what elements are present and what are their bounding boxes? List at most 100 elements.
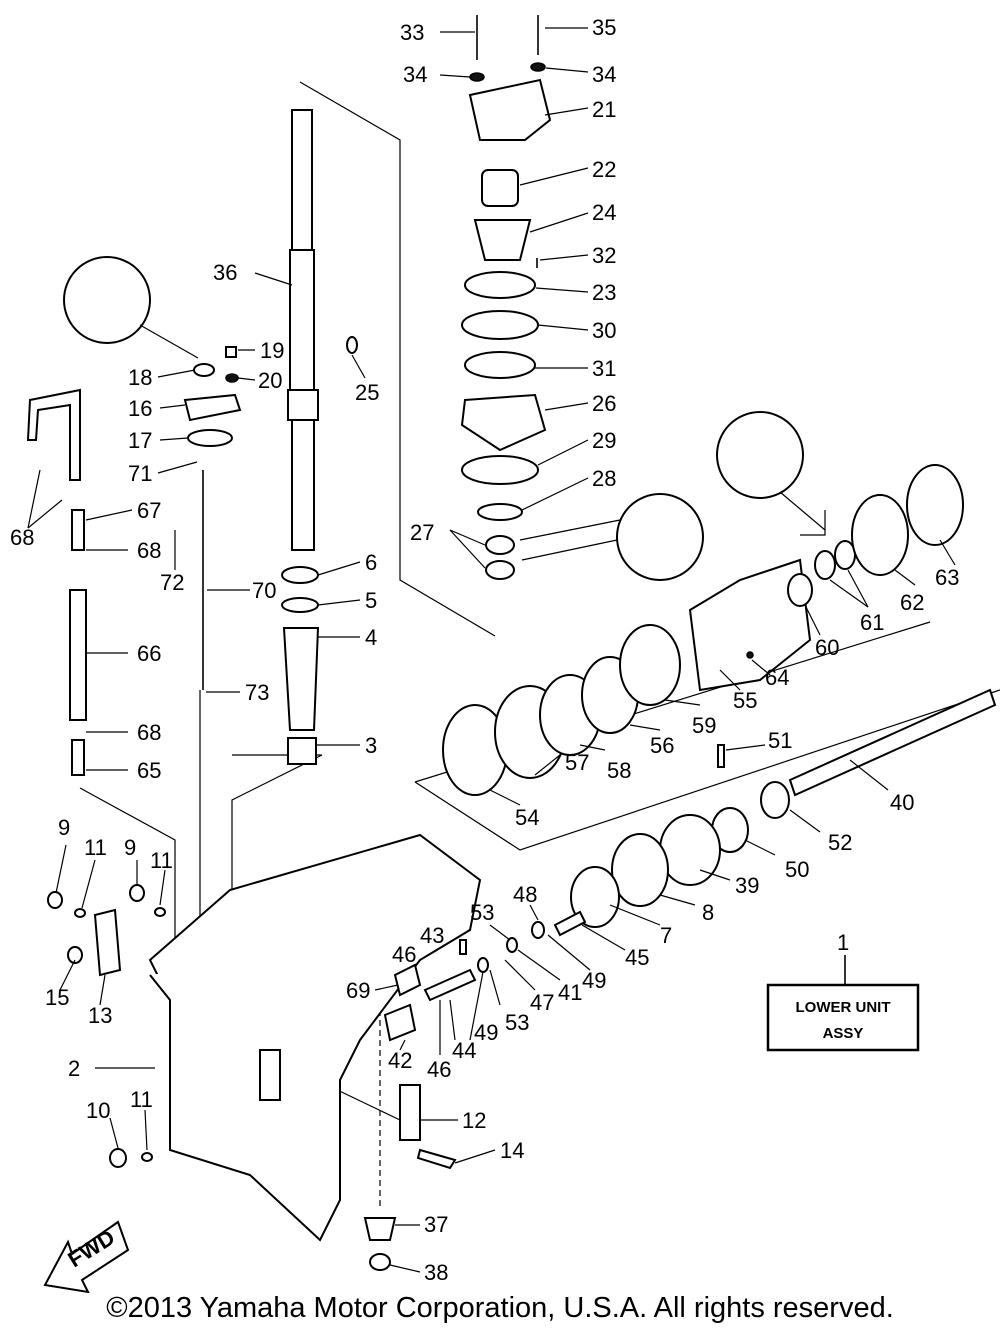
part-label-67: 67 [137, 498, 161, 523]
part-label-50: 50 [785, 857, 809, 882]
part-label-4: 4 [365, 625, 377, 650]
plug-9b [129, 884, 145, 902]
part-label-34a: 34 [403, 62, 427, 87]
bolt-19 [225, 346, 237, 358]
part-label-23: 23 [592, 280, 616, 305]
washer-20 [225, 373, 239, 383]
part-label-24: 24 [592, 200, 616, 225]
washer-34a [469, 72, 485, 82]
bearing-60 [787, 573, 813, 607]
part-label-31: 31 [592, 356, 616, 381]
part-label-58: 58 [607, 758, 631, 783]
plug-10 [109, 1148, 127, 1168]
part-label-53b: 53 [505, 1010, 529, 1035]
shim-5 [281, 597, 319, 613]
part-label-9b: 9 [124, 835, 136, 860]
plug-9a [47, 891, 63, 909]
part-label-12: 12 [462, 1108, 486, 1133]
gasket-29 [461, 455, 539, 485]
part-label-25: 25 [355, 380, 379, 405]
part-label-46b: 46 [427, 1057, 451, 1082]
part-label-30: 30 [592, 318, 616, 343]
part-label-22: 22 [592, 157, 616, 182]
sleeve-4 [282, 627, 320, 731]
leader-lines [27, 27, 956, 1273]
part-label-11a: 11 [84, 835, 107, 860]
detail-circle-seal-pump [616, 493, 704, 581]
part-label-9a: 9 [58, 815, 70, 840]
ball-49b [506, 937, 518, 953]
plunger-42 [383, 1003, 417, 1042]
shim-7 [570, 866, 620, 928]
detail-circle-seal-right [716, 411, 804, 499]
lower-casing-2 [148, 833, 482, 1242]
gasket-31 [464, 351, 536, 379]
pump-base-26 [460, 393, 547, 452]
gasket-23 [464, 271, 536, 299]
fwd-arrow-shape [43, 1220, 130, 1294]
part-label-45: 45 [625, 945, 649, 970]
part-label-2: 2 [68, 1056, 80, 1081]
nut-38 [369, 1253, 391, 1271]
part-label-40: 40 [890, 790, 914, 815]
washer-48 [531, 921, 545, 939]
part-label-6: 6 [365, 550, 377, 575]
part-label-10: 10 [86, 1098, 110, 1123]
shift-mechanism [47, 884, 587, 1271]
part-label-13: 13 [88, 1003, 112, 1028]
part-label-32: 32 [592, 243, 616, 268]
part-label-57: 57 [565, 750, 589, 775]
part-label-55: 55 [733, 688, 757, 713]
part-label-7: 7 [660, 923, 672, 948]
oring-59 [619, 624, 681, 706]
pin-43 [459, 939, 467, 955]
casing-label [259, 1049, 281, 1101]
hose-66 [69, 589, 87, 721]
part-label-26: 26 [592, 391, 616, 416]
part-label-51: 51 [768, 728, 792, 753]
part-label-39: 39 [735, 873, 759, 898]
detail-circle-seal-left [63, 256, 151, 344]
part-label-48: 48 [513, 882, 537, 907]
seal-18 [193, 363, 215, 377]
part-labels: 33 35 34 34 21 22 24 32 23 30 31 26 29 2… [10, 15, 959, 1285]
screw-64 [746, 651, 754, 659]
seal-27a [485, 535, 515, 555]
oring-28 [477, 503, 523, 521]
insert-22 [481, 169, 519, 207]
part-label-27: 27 [410, 520, 434, 545]
part-label-69: 69 [346, 978, 370, 1003]
gasket-11c [141, 1152, 153, 1162]
casing-body [149, 929, 471, 1242]
nipple-65 [71, 739, 85, 776]
lower-unit-assy-box: LOWER UNIT ASSY [766, 955, 920, 1052]
part-label-29: 29 [592, 428, 616, 453]
hose-upper [26, 388, 81, 481]
bearing-3 [287, 737, 317, 765]
assy-box-line2: ASSY [823, 1025, 864, 1042]
part-label-1: 1 [837, 930, 849, 955]
propeller-shaft-40 [788, 688, 997, 797]
part-label-38: 38 [424, 1260, 448, 1285]
seal-61a [814, 550, 836, 580]
part-label-68a: 68 [10, 525, 34, 550]
fwd-arrow: FWD [43, 1220, 130, 1294]
drive-shaft-lower [291, 419, 315, 551]
ball-49a [477, 957, 489, 973]
part-label-11b: 11 [150, 848, 173, 873]
ring-nut-63 [906, 464, 964, 546]
water-pump-assembly [460, 15, 552, 580]
part-label-36: 36 [213, 260, 237, 285]
copyright-notice: ©2013 Yamaha Motor Corporation, U.S.A. A… [106, 1292, 894, 1324]
part-label-34b: 34 [592, 62, 616, 87]
part-label-70: 70 [252, 578, 276, 603]
part-label-49a: 49 [474, 1020, 498, 1045]
part-label-53a: 53 [470, 900, 494, 925]
drive-shaft-collar [287, 389, 319, 421]
part-label-56: 56 [650, 733, 674, 758]
nipple-67 [71, 509, 85, 551]
gasket-11b [154, 907, 166, 917]
part-label-62: 62 [900, 590, 924, 615]
part-label-63: 63 [935, 565, 959, 590]
